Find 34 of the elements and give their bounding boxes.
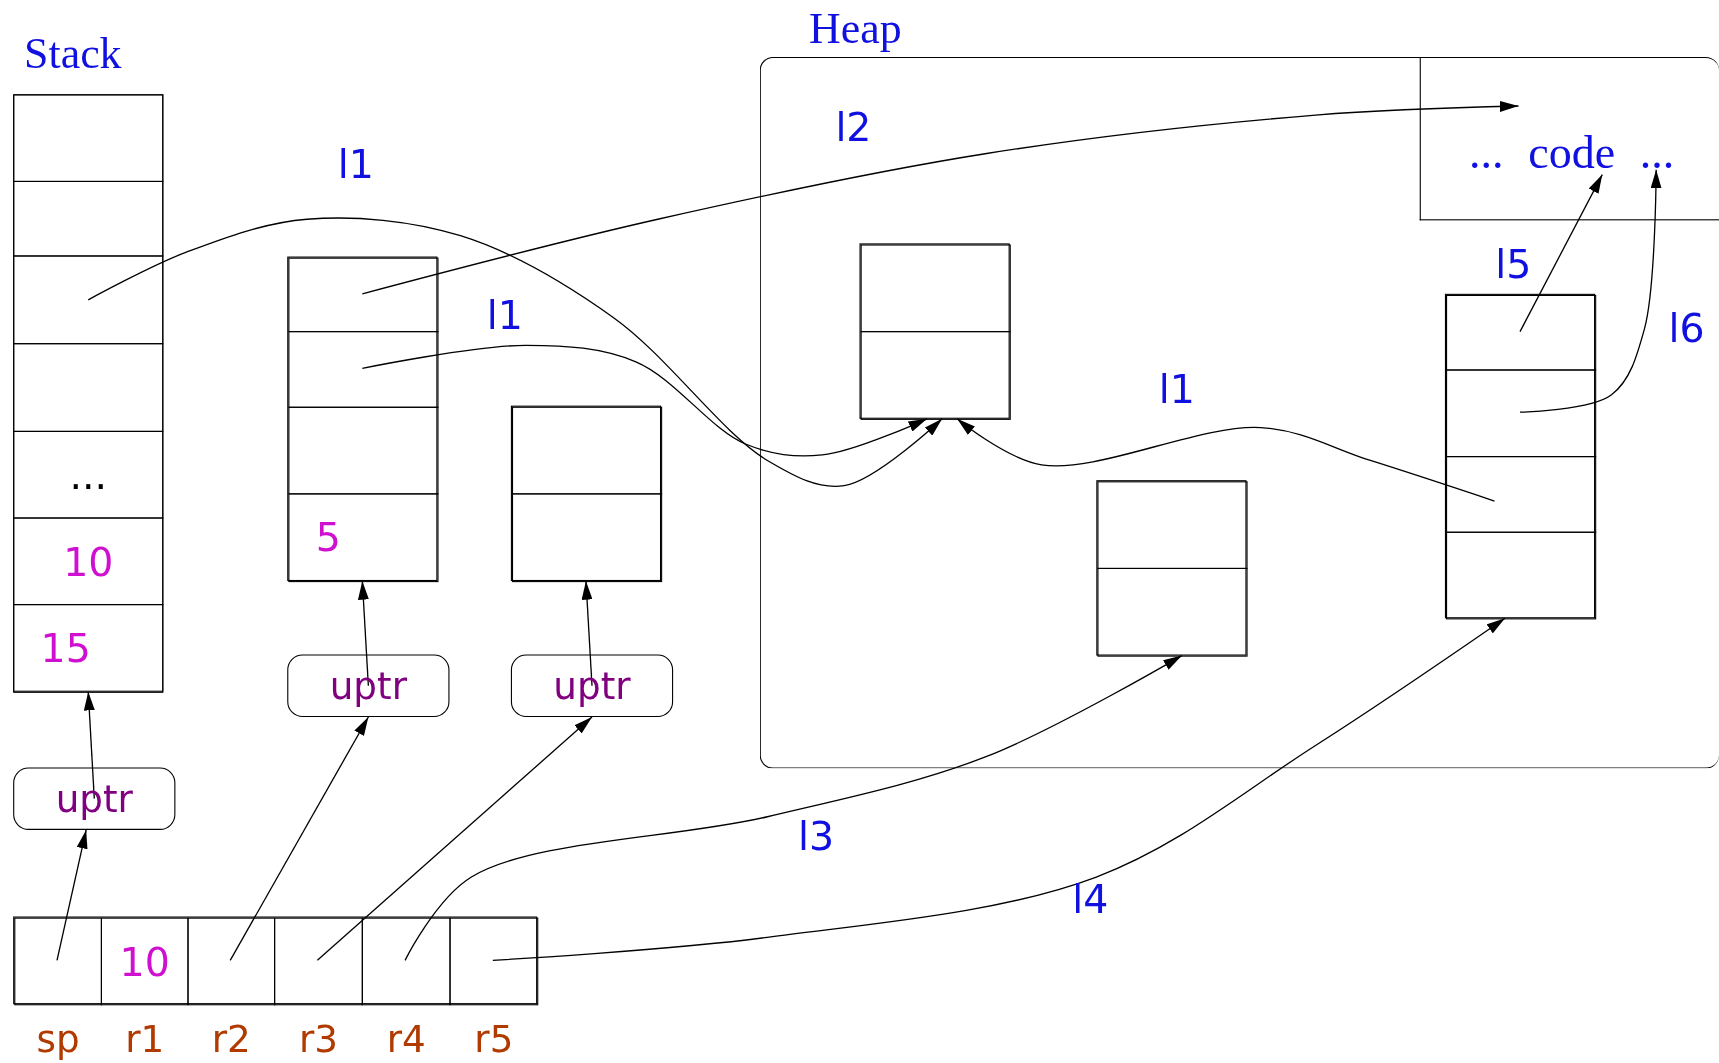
edge-label: l5 (1495, 245, 1532, 286)
arrow (492, 617, 1506, 961)
register-name: r2 (211, 1020, 251, 1058)
register-name: r5 (474, 1020, 514, 1058)
arrow (361, 344, 928, 457)
arrow (316, 716, 593, 961)
region-title: Heap (809, 2, 902, 54)
arrow (56, 829, 88, 961)
register-name: sp (36, 1020, 80, 1058)
arrow (404, 654, 1183, 961)
arrow (87, 217, 943, 487)
memory-block (510, 405, 662, 582)
arrow (357, 580, 370, 687)
register-name: r3 (298, 1020, 338, 1058)
arrow (361, 101, 1520, 295)
arrow (83, 691, 95, 800)
pointer-box: uptr (510, 654, 674, 717)
edge-label: l1 (486, 296, 523, 336)
edge-label: l4 (1072, 880, 1109, 920)
arrow (1519, 173, 1603, 333)
region-title: Stack (24, 27, 122, 79)
arrow (229, 716, 370, 961)
register-name: r1 (125, 1020, 165, 1058)
edge-label: l6 (1668, 309, 1705, 349)
edge-label: l1 (1158, 370, 1195, 410)
edge-label: l3 (798, 816, 835, 857)
edge-label: l2 (835, 108, 872, 148)
register-name: r4 (386, 1020, 426, 1058)
arrow (581, 580, 593, 687)
edge-label: l1 (337, 144, 374, 185)
memory-block (1444, 293, 1596, 619)
arrow (956, 418, 1496, 502)
arrow (1519, 169, 1662, 413)
code-text: ... code ... (1469, 129, 1675, 176)
